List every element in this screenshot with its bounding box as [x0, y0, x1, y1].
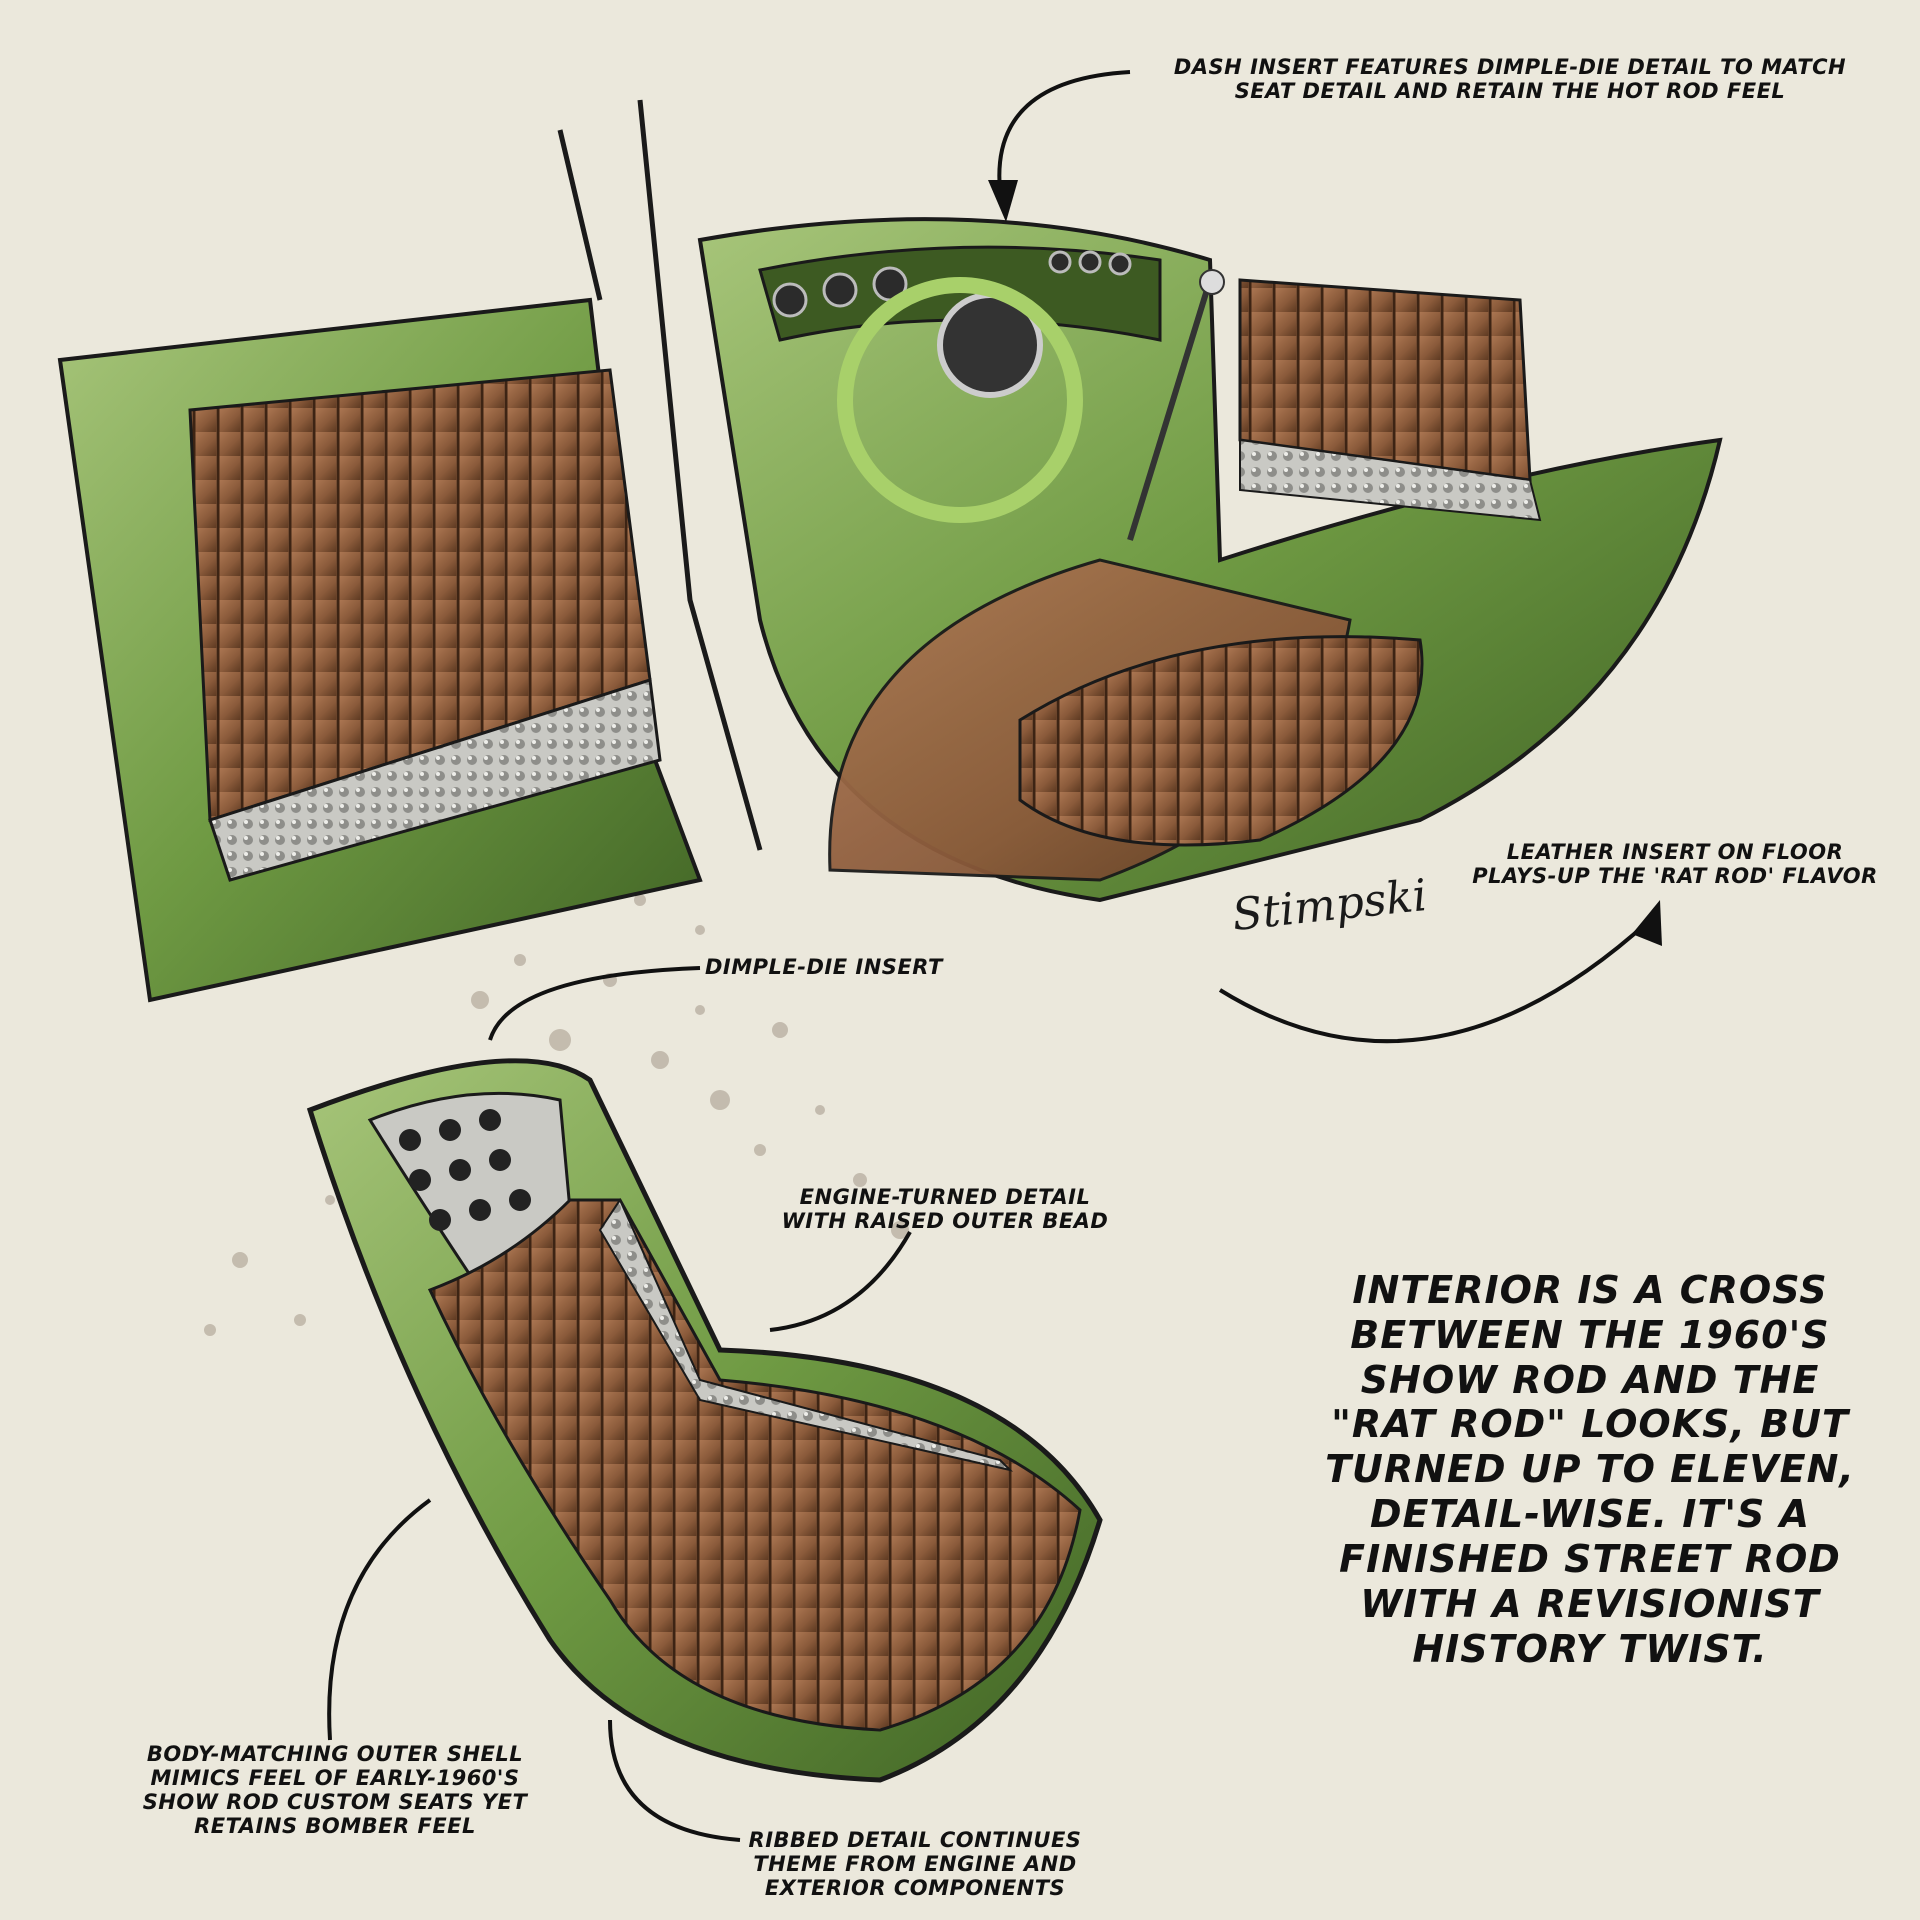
arrowheads — [988, 180, 1662, 946]
engine-turned-annotation: Engine-turned detail with raised outer b… — [781, 1185, 1109, 1234]
shell-leader — [327, 1498, 432, 1741]
seat-illustration — [306, 1058, 1103, 1783]
engine-turned-leader — [769, 1231, 912, 1332]
ribbed-leader — [608, 1719, 741, 1842]
floor-leader — [1218, 918, 1652, 1044]
ribbed-detail-annotation: Ribbed detail continues theme from engin… — [748, 1828, 1082, 1901]
headline-text: Interior is a cross between the 1960's s… — [1325, 1268, 1855, 1671]
door-panel-illustration — [57, 99, 763, 1003]
floor-arrowhead — [1632, 900, 1662, 946]
cockpit-illustration — [697, 217, 1723, 903]
leader-lines — [327, 70, 1652, 1842]
dash-annotation: Dash insert features dimple-die detail t… — [1173, 55, 1847, 104]
dimple-leader — [488, 966, 701, 1041]
floor-annotation: Leather insert on floor plays-up the 'ra… — [1472, 840, 1878, 889]
dash-leader — [997, 70, 1131, 191]
dash-arrowhead — [988, 180, 1018, 222]
dimple-die-annotation: Dimple-die insert — [705, 955, 943, 979]
outer-shell-annotation: Body-matching outer shell mimics feel of… — [142, 1742, 528, 1839]
